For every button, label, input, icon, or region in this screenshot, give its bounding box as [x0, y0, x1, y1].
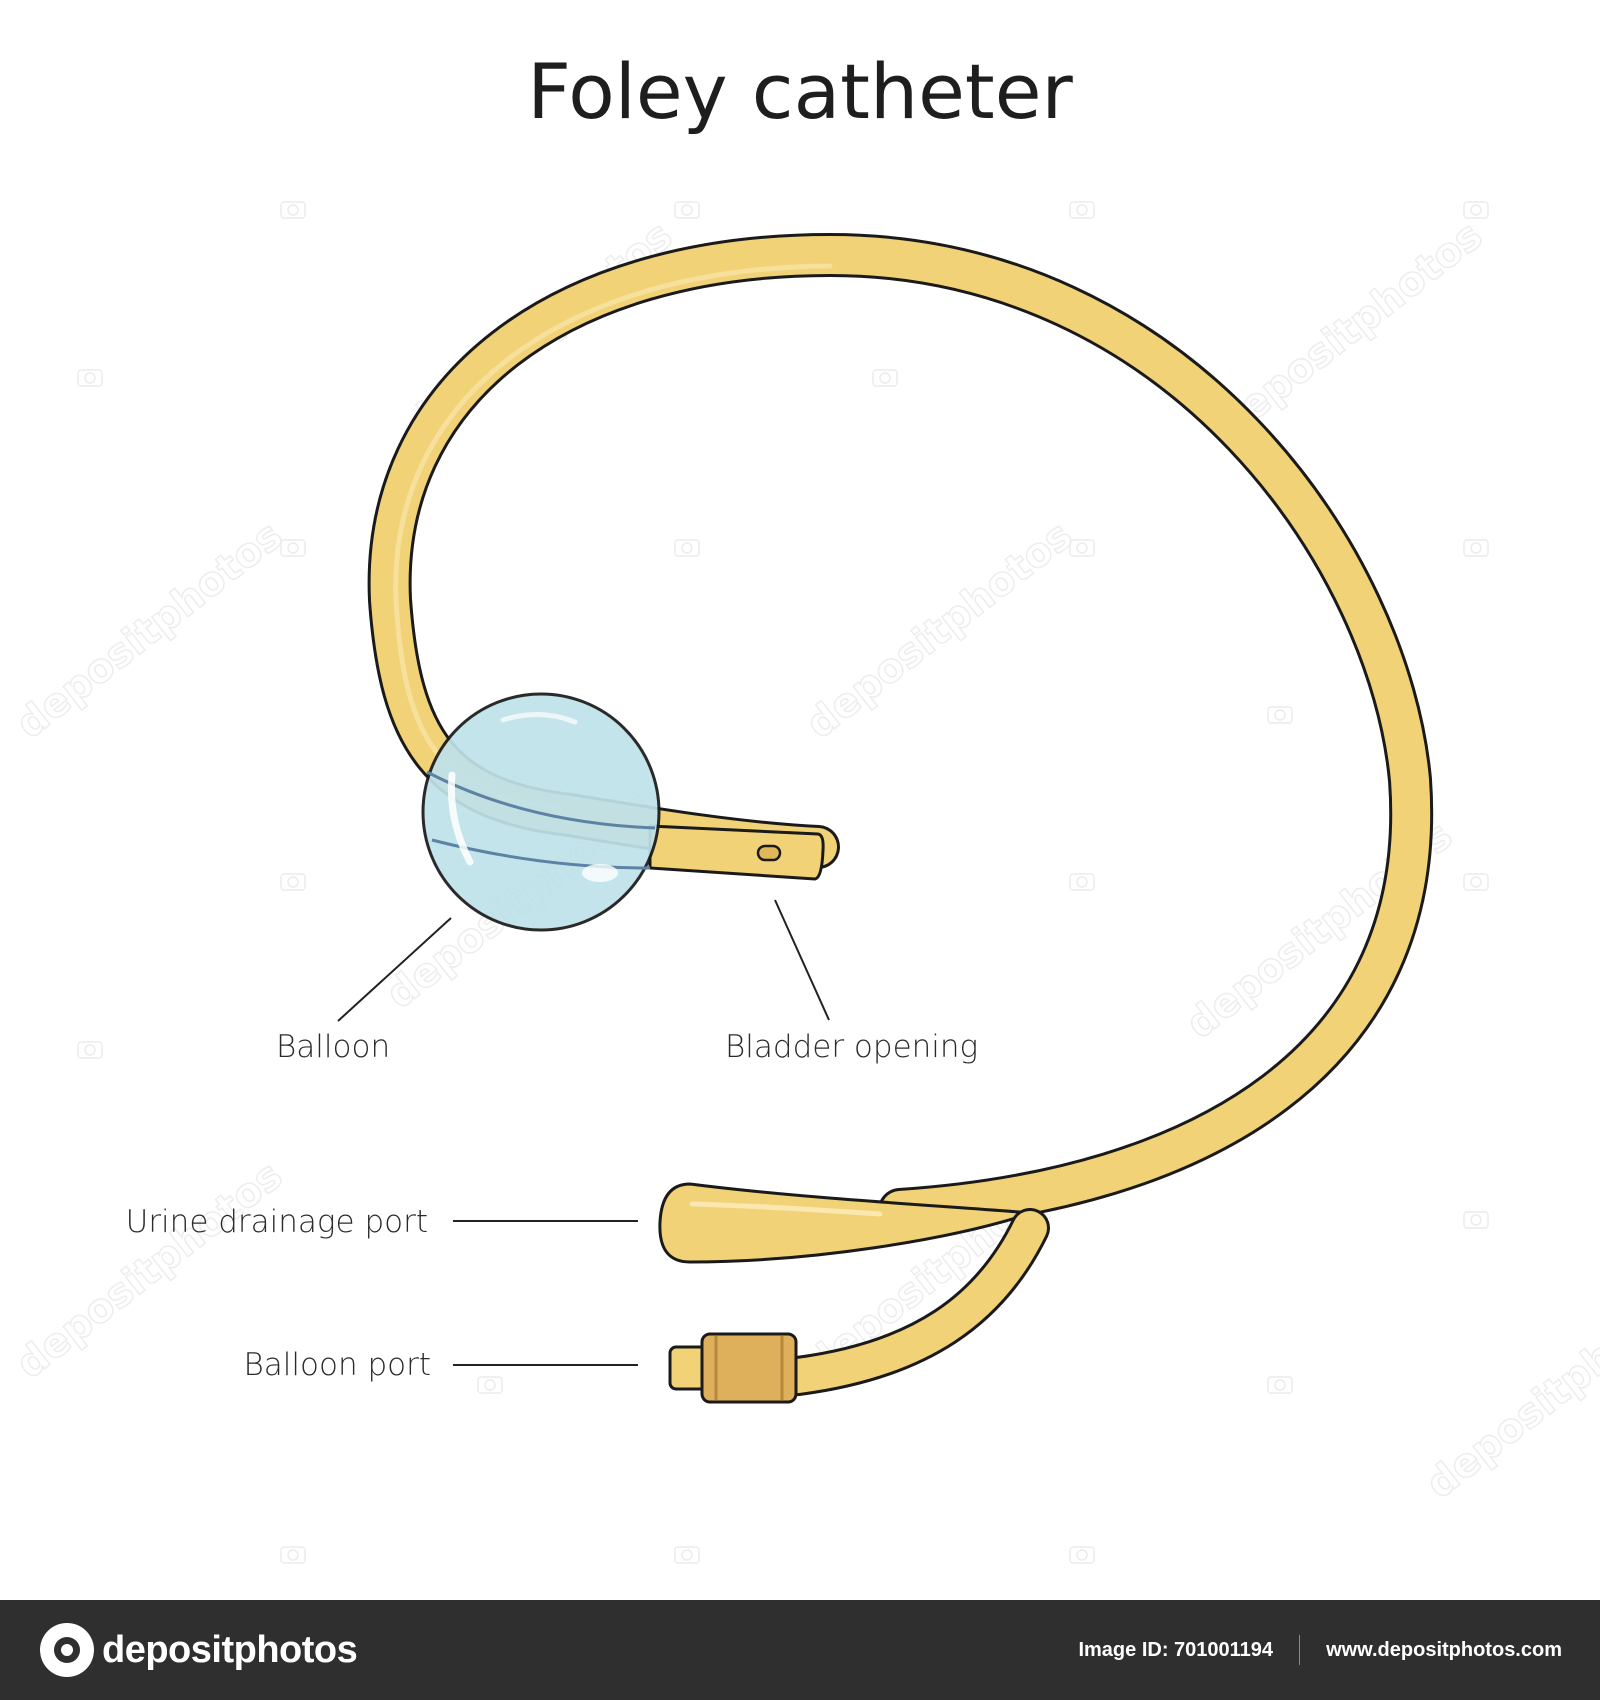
watermark-camera-lens — [1076, 1549, 1088, 1561]
watermark-camera-icon — [280, 201, 306, 219]
watermark-camera-lens — [1076, 204, 1088, 216]
watermark-camera-icon — [280, 873, 306, 891]
watermark-camera-icon — [1267, 706, 1293, 724]
watermark-camera-icon — [674, 1546, 700, 1564]
balloon-illustration — [421, 692, 661, 932]
urine-drainage-port-label: Urine drainage port — [126, 1204, 428, 1240]
watermark-camera-lens — [287, 204, 299, 216]
watermark-camera-lens — [84, 372, 96, 384]
watermark-camera-lens — [681, 204, 693, 216]
watermark-camera-icon — [1069, 201, 1095, 219]
diagram-title: Foley catheter — [527, 47, 1073, 136]
bladder-opening-leader-line — [774, 899, 830, 1021]
watermark-camera-icon — [1463, 201, 1489, 219]
watermark-camera-lens — [1470, 876, 1482, 888]
watermark-text: depositphotos — [8, 512, 291, 747]
watermark-camera-icon — [1069, 539, 1095, 557]
urine-drainage-port-illustration — [658, 1182, 1033, 1264]
image-id: Image ID: 701001194 — [1078, 1638, 1274, 1661]
watermark-camera-icon — [674, 539, 700, 557]
watermark-camera-lens — [1274, 709, 1286, 721]
watermark-camera-icon — [1069, 1546, 1095, 1564]
watermark-camera-icon — [872, 369, 898, 387]
watermark-camera-lens — [484, 1379, 496, 1391]
watermark-camera-icon — [280, 1546, 306, 1564]
watermark-camera-icon — [1463, 539, 1489, 557]
balloon-port-branch — [778, 1208, 1050, 1396]
watermark-camera-icon — [1463, 873, 1489, 891]
depositphotos-logo: depositphotos — [40, 1622, 358, 1678]
site-url: www.depositphotos.com — [1326, 1638, 1562, 1661]
watermark-camera-lens — [1470, 542, 1482, 554]
watermark-text: depositphotos — [798, 512, 1081, 747]
watermark-camera-icon — [674, 201, 700, 219]
watermark-camera-lens — [1470, 204, 1482, 216]
balloon-leader-line — [337, 917, 452, 1022]
watermark-text: depositphotos — [1418, 1272, 1600, 1507]
balloon-port-connector — [668, 1332, 798, 1404]
watermark-camera-icon — [77, 369, 103, 387]
stock-footer-bar: depositphotos Image ID: 701001194 www.de… — [0, 1600, 1600, 1700]
footer-meta: Image ID: 701001194 www.depositphotos.co… — [1078, 1600, 1562, 1700]
camera-lens-icon — [40, 1623, 94, 1677]
watermark-camera-lens — [84, 1044, 96, 1056]
watermark-camera-lens — [879, 372, 891, 384]
watermark-camera-lens — [681, 542, 693, 554]
watermark-camera-lens — [1274, 1379, 1286, 1391]
watermark-camera-icon — [77, 1041, 103, 1059]
watermark-camera-lens — [287, 542, 299, 554]
watermark-camera-icon — [1069, 873, 1095, 891]
balloon-port-label: Balloon port — [244, 1347, 432, 1383]
watermark-camera-lens — [1470, 1214, 1482, 1226]
balloon-label: Balloon — [276, 1029, 390, 1065]
watermark-camera-lens — [1076, 542, 1088, 554]
watermark-camera-icon — [280, 539, 306, 557]
footer-separator — [1299, 1635, 1301, 1665]
bladder-opening-hole — [756, 844, 782, 862]
watermark-camera-lens — [287, 1549, 299, 1561]
watermark-camera-icon — [1267, 1376, 1293, 1394]
catheter-tip — [648, 824, 825, 881]
watermark-camera-lens — [681, 1549, 693, 1561]
watermark-camera-lens — [287, 876, 299, 888]
brand-name: depositphotos — [102, 1628, 358, 1671]
watermark-camera-icon — [477, 1376, 503, 1394]
bladder-opening-label: Bladder opening — [725, 1029, 978, 1065]
watermark-camera-icon — [1463, 1211, 1489, 1229]
watermark-camera-lens — [1076, 876, 1088, 888]
